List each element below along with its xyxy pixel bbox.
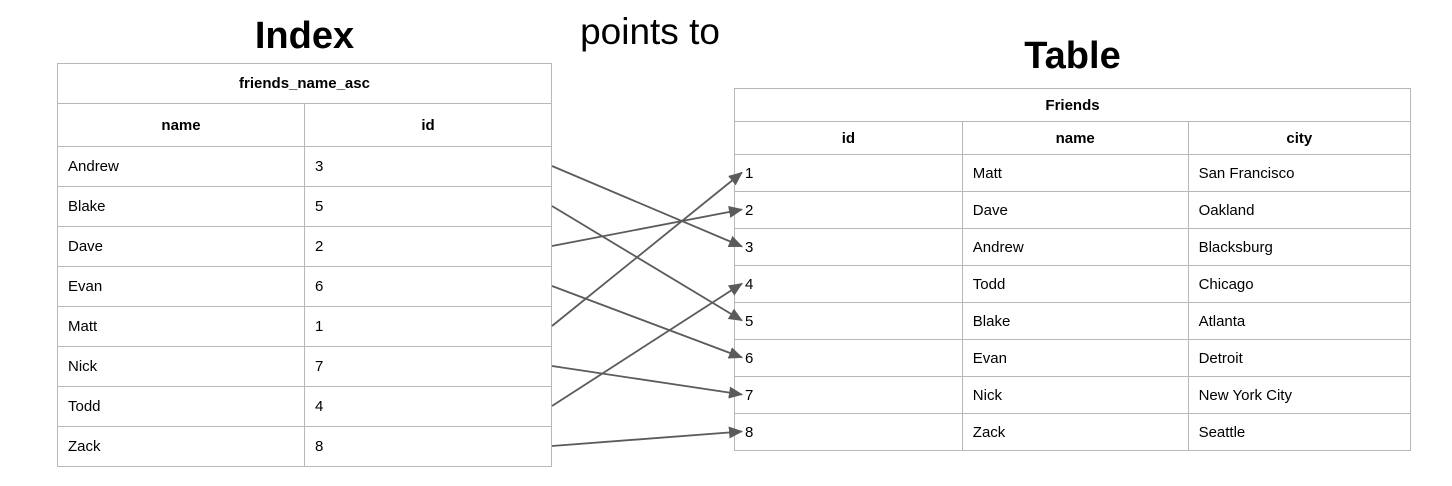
table-cell-city: Detroit xyxy=(1187,339,1412,377)
table-cell-name: Dave xyxy=(961,191,1189,229)
table-cell-name: Nick xyxy=(961,376,1189,414)
table-cell-id: 4 xyxy=(304,386,552,427)
friends-table-column-header-id: id xyxy=(734,121,963,155)
table-cell-id: 2 xyxy=(734,191,963,229)
table-cell-name: Todd xyxy=(57,386,305,427)
table-cell-name: Matt xyxy=(57,306,305,347)
pointer-arrow xyxy=(551,165,743,248)
table-cell-id: 6 xyxy=(304,266,552,307)
pointer-arrow xyxy=(551,426,743,447)
pointer-arrow xyxy=(551,282,743,407)
table-cell-id: 2 xyxy=(304,226,552,267)
table-cell-id: 1 xyxy=(734,154,963,192)
table-cell-city: Atlanta xyxy=(1187,302,1412,340)
table-cell-name: Andrew xyxy=(961,228,1189,266)
table-cell-name: Todd xyxy=(961,265,1189,303)
pointer-arrow xyxy=(551,206,743,247)
pointer-arrow xyxy=(551,171,743,327)
table-cell-id: 5 xyxy=(304,186,552,227)
table-cell-name: Zack xyxy=(961,413,1189,451)
friends-table-caption: Friends xyxy=(734,88,1411,122)
friends-table-caption-row: Friends xyxy=(734,88,1411,122)
index-table-caption: friends_name_asc xyxy=(57,63,552,104)
table-cell-city: Oakland xyxy=(1187,191,1412,229)
table-cell-id: 6 xyxy=(734,339,963,377)
table-cell-id: 7 xyxy=(734,376,963,414)
pointer-arrow xyxy=(551,285,743,359)
table-cell-city: Chicago xyxy=(1187,265,1412,303)
table-cell-name: Evan xyxy=(961,339,1189,377)
table-cell-name: Evan xyxy=(57,266,305,307)
table-cell-city: Seattle xyxy=(1187,413,1412,451)
points-to-label: points to xyxy=(580,11,720,52)
table-cell-city: New York City xyxy=(1187,376,1412,414)
table-cell-city: San Francisco xyxy=(1187,154,1412,192)
table-cell-name: Matt xyxy=(961,154,1189,192)
friends-table-column-header-city: city xyxy=(1187,121,1412,155)
table-cell-name: Zack xyxy=(57,426,305,467)
table-cell-id: 3 xyxy=(304,146,552,187)
table-cell-id: 4 xyxy=(734,265,963,303)
friends-table-header-row: id name city xyxy=(734,121,1412,155)
pointer-arrow xyxy=(551,205,743,322)
table-cell-city: Blacksburg xyxy=(1187,228,1412,266)
table-cell-name: Andrew xyxy=(57,146,305,187)
table-cell-id: 8 xyxy=(734,413,963,451)
index-table-column-header-name: name xyxy=(57,103,305,147)
table-cell-name: Blake xyxy=(57,186,305,227)
index-table-header-row: name id xyxy=(57,103,552,147)
table-cell-id: 7 xyxy=(304,346,552,387)
table-title: Table xyxy=(1024,35,1121,77)
index-table-caption-row: friends_name_asc xyxy=(57,63,552,104)
index-title: Index xyxy=(254,15,355,57)
table-cell-name: Nick xyxy=(57,346,305,387)
friends-table-column-header-name: name xyxy=(961,121,1189,155)
index-table-column-header-id: id xyxy=(304,103,552,147)
table-cell-name: Dave xyxy=(57,226,305,267)
table-cell-name: Blake xyxy=(961,302,1189,340)
table-cell-id: 8 xyxy=(304,426,552,467)
table-cell-id: 5 xyxy=(734,302,963,340)
pointer-arrow xyxy=(551,365,743,399)
table-cell-id: 3 xyxy=(734,228,963,266)
table-cell-id: 1 xyxy=(304,306,552,347)
